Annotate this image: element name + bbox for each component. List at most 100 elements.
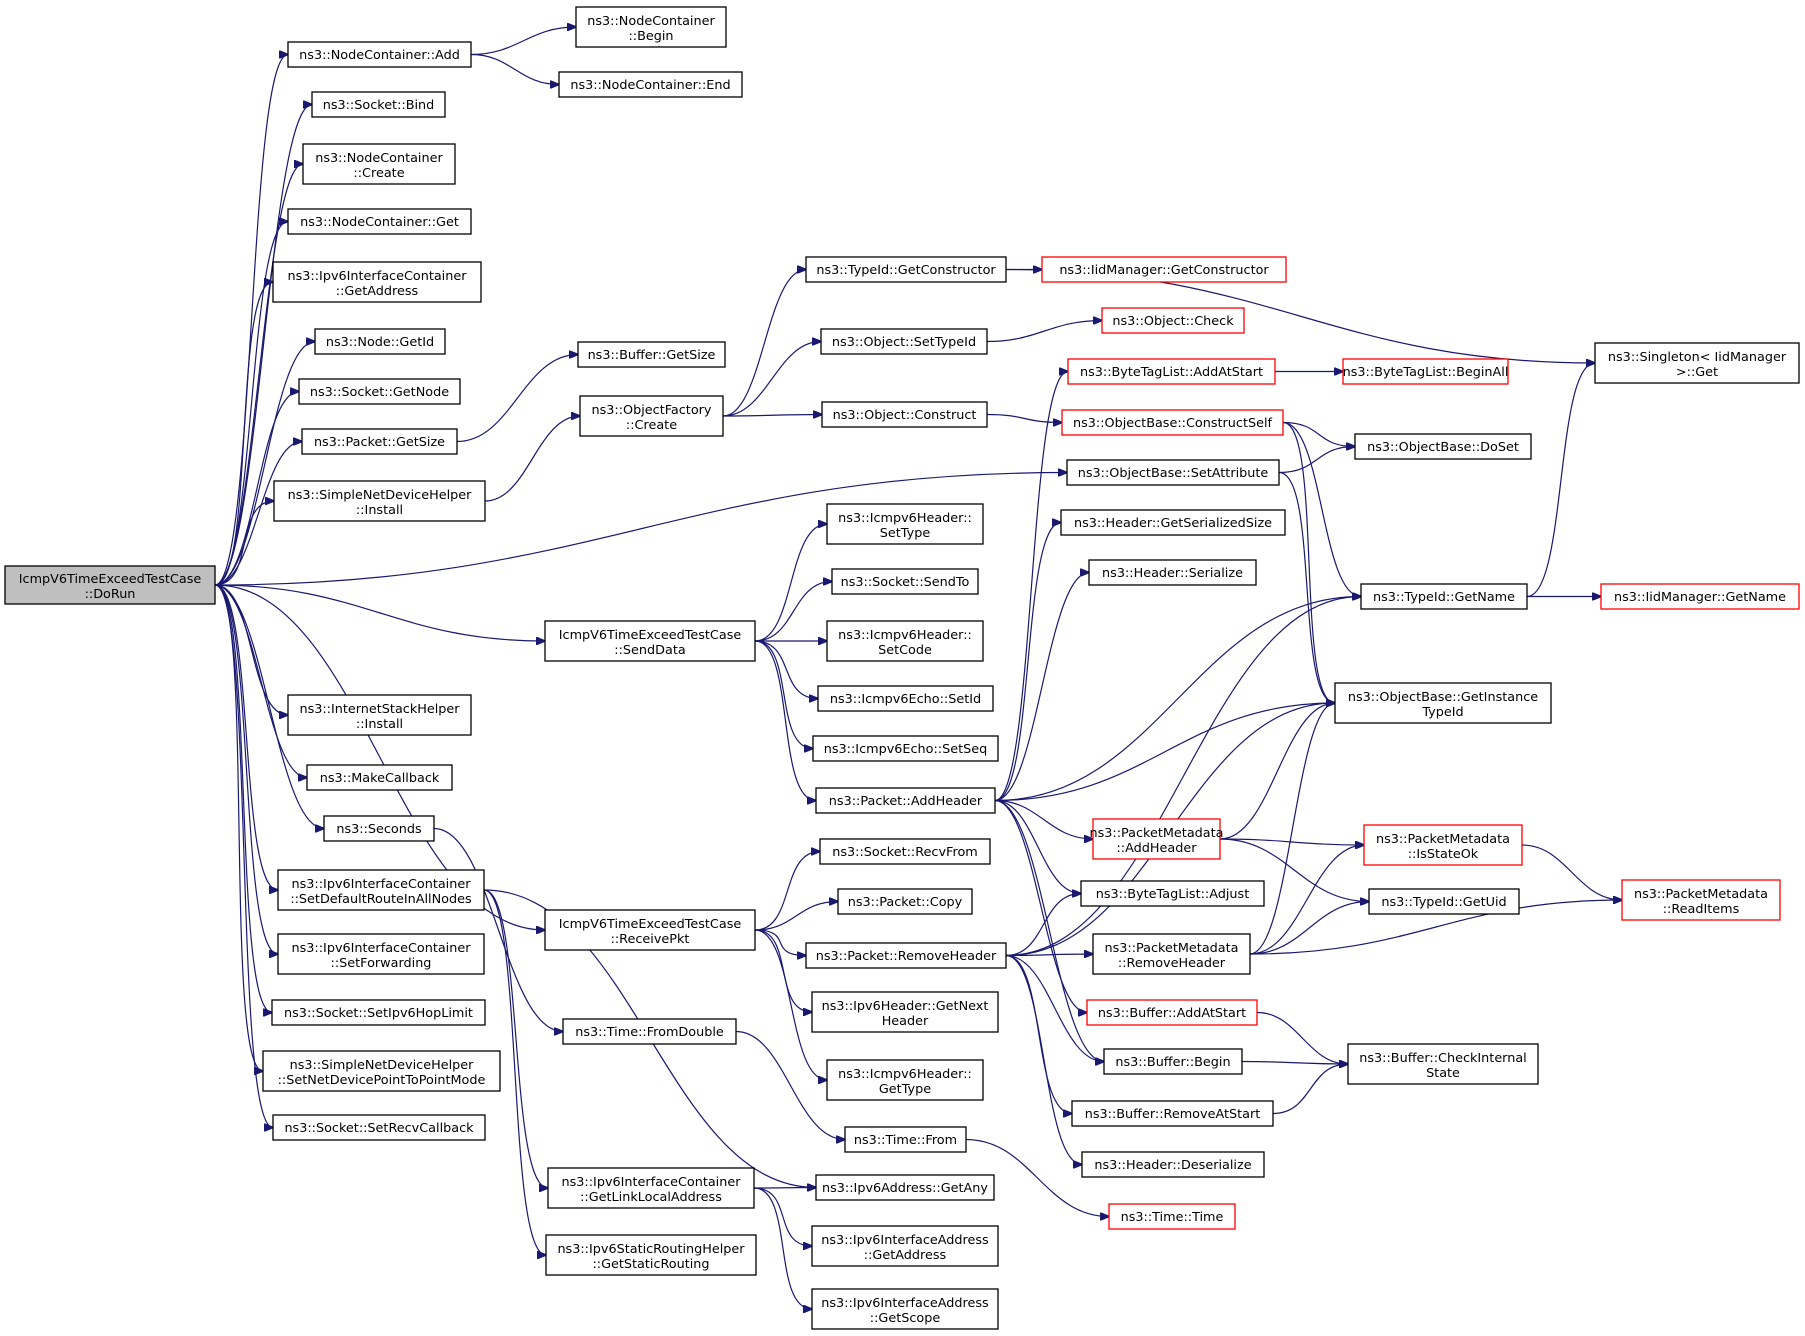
node-label: ns3::Buffer::Begin [1115,1055,1230,1070]
node-btl_beginall[interactable]: ns3::ByteTagList::BeginAll [1342,358,1509,385]
node-box [547,1167,755,1209]
node-tid_getctor[interactable]: ns3::TypeId::GetConstructor [805,256,1007,283]
node-ipv6addr_getany[interactable]: ns3::Ipv6Address::GetAny [815,1174,995,1201]
node-tc_senddata[interactable]: IcmpV6TimeExceedTestCase::SendData [544,620,756,662]
node-pkt_copy[interactable]: ns3::Packet::Copy [837,888,973,915]
edge-dorun-to-tc_senddata [214,584,545,641]
node-obj_check[interactable]: ns3::Object::Check [1101,307,1245,334]
node-icmp_setcode[interactable]: ns3::Icmpv6Header::SetCode [826,620,984,662]
node-sock_sethoplimit[interactable]: ns3::Socket::SetIpv6HopLimit [271,999,486,1026]
node-nc_add[interactable]: ns3::NodeContainer::Add [287,41,472,68]
edge-dorun-to-sock_getnode [214,392,299,586]
node-singleton_get[interactable]: ns3::Singleton< IidManager>::Get [1594,342,1800,384]
node-ipv6ic_setdefroute[interactable]: ns3::Ipv6InterfaceContainer::SetDefaultR… [277,869,485,911]
node-sndh_setp2p[interactable]: ns3::SimpleNetDeviceHelper::SetNetDevice… [262,1050,501,1092]
node-ipv6srh_getsr[interactable]: ns3::Ipv6StaticRoutingHelper::GetStaticR… [545,1234,757,1276]
node-iid_getname[interactable]: ns3::IidManager::GetName [1600,583,1800,610]
node-pkt_removeheader[interactable]: ns3::Packet::RemoveHeader [805,942,1007,969]
node-pkt_getsize[interactable]: ns3::Packet::GetSize [301,428,458,455]
node-buf_begin[interactable]: ns3::Buffer::Begin [1103,1048,1243,1075]
node-ipv6ia_getscope[interactable]: ns3::Ipv6InterfaceAddress::GetScope [811,1288,999,1330]
node-nc_create[interactable]: ns3::NodeContainer::Create [302,143,456,185]
node-icmp_gettype[interactable]: ns3::Icmpv6Header::GetType [826,1059,984,1101]
node-label: ns3::Ipv6InterfaceContainer [288,269,468,284]
edge-pm_removeheader-to-pm_isstateok [1249,845,1364,955]
node-hdr_deserialize[interactable]: ns3::Header::Deserialize [1081,1151,1265,1178]
node-icmp_settype[interactable]: ns3::Icmpv6Header::SetType [826,503,984,545]
node-tid_getname[interactable]: ns3::TypeId::GetName [1360,583,1528,610]
node-ish_install[interactable]: ns3::InternetStackHelper::Install [287,694,472,736]
node-sock_getnode[interactable]: ns3::Socket::GetNode [298,378,461,405]
node-pkt_addheader[interactable]: ns3::Packet::AddHeader [815,787,996,814]
node-hdr_getsersize[interactable]: ns3::Header::GetSerializedSize [1060,509,1286,536]
node-nc_end[interactable]: ns3::NodeContainer::End [558,71,743,98]
node-buf_addatstart[interactable]: ns3::Buffer::AddAtStart [1086,999,1258,1026]
node-sndh_install[interactable]: ns3::SimpleNetDeviceHelper::Install [273,480,486,522]
node-ipv6ic_getaddr[interactable]: ns3::Ipv6InterfaceContainer::GetAddress [272,261,482,303]
node-label: ::GetScope [870,1311,941,1326]
node-buf_getsize[interactable]: ns3::Buffer::GetSize [577,341,726,368]
node-time_from[interactable]: ns3::Time::From [844,1126,967,1153]
node-sock_sendto[interactable]: ns3::Socket::SendTo [831,568,979,595]
node-label: ns3::Ipv6InterfaceContainer [292,941,472,956]
node-time_time[interactable]: ns3::Time::Time [1108,1203,1236,1230]
node-pm_readitems[interactable]: ns3::PacketMetadata::ReadItems [1621,879,1781,921]
node-label: ns3::Ipv6Address::GetAny [822,1181,988,1196]
node-btl_adjust[interactable]: ns3::ByteTagList::Adjust [1080,880,1265,907]
node-box [1060,509,1286,536]
node-label: ns3::Socket::RecvFrom [832,845,978,860]
node-label: ns3::PacketMetadata [1089,826,1223,841]
node-label: ns3::Ipv6StaticRoutingHelper [557,1242,745,1257]
node-seconds[interactable]: ns3::Seconds [323,815,435,842]
node-hdr_serialize[interactable]: ns3::Header::Serialize [1088,559,1257,586]
node-ipv6ic_setfwd[interactable]: ns3::Ipv6InterfaceContainer::SetForwardi… [277,933,485,975]
node-ipv6ic_getlladdr[interactable]: ns3::Ipv6InterfaceContainer::GetLinkLoca… [547,1167,755,1209]
node-dorun[interactable]: IcmpV6TimeExceedTestCase::DoRun [4,565,216,605]
edge-dorun-to-ipv6ic_setdefroute [214,584,278,890]
node-buf_removeatstart[interactable]: ns3::Buffer::RemoveAtStart [1071,1100,1274,1127]
node-label: ns3::Icmpv6Echo::SetSeq [824,742,987,757]
node-obj_construct[interactable]: ns3::Object::Construct [821,401,988,428]
node-sock_bind[interactable]: ns3::Socket::Bind [311,91,446,118]
node-time_fromdouble[interactable]: ns3::Time::FromDouble [562,1018,737,1045]
node-sock_setrecvcb[interactable]: ns3::Socket::SetRecvCallback [272,1114,486,1141]
node-label: ns3::NodeContainer::End [570,78,730,93]
node-ob_setattr[interactable]: ns3::ObjectBase::SetAttribute [1066,459,1280,486]
node-tc_receivepkt[interactable]: IcmpV6TimeExceedTestCase::ReceivePkt [544,909,756,951]
node-label: ::SetDefaultRouteInAllNodes [290,892,472,907]
node-sock_recvfrom[interactable]: ns3::Socket::RecvFrom [819,838,991,865]
node-obj_settypeid[interactable]: ns3::Object::SetTypeId [820,328,988,355]
edge-tc_senddata-to-echo_setseq [754,640,813,749]
node-box [1363,824,1523,866]
node-makecallback[interactable]: ns3::MakeCallback [306,764,453,791]
node-echo_setid[interactable]: ns3::Icmpv6Echo::SetId [817,685,994,712]
node-box [1354,433,1532,460]
node-pm_removeheader[interactable]: ns3::PacketMetadata::RemoveHeader [1092,933,1251,975]
node-box [575,6,727,48]
node-node_getid[interactable]: ns3::Node::GetId [314,328,446,355]
node-box [826,503,984,545]
node-box [805,942,1007,969]
node-box [811,991,999,1033]
edge-dorun-to-tc_receivepkt [214,584,545,930]
node-nc_get[interactable]: ns3::NodeContainer::Get [287,208,472,235]
node-box [1594,342,1800,384]
node-pm_addheader[interactable]: ns3::PacketMetadata::AddHeader [1089,818,1224,860]
node-btl_addatstart[interactable]: ns3::ByteTagList::AddAtStart [1067,358,1276,385]
node-label: ns3::MakeCallback [320,771,440,786]
node-pm_isstateok[interactable]: ns3::PacketMetadata::IsStateOk [1363,824,1523,866]
node-ob_constructself[interactable]: ns3::ObjectBase::ConstructSelf [1061,409,1284,436]
node-ob_doset[interactable]: ns3::ObjectBase::DoSet [1354,433,1532,460]
node-label: ::Install [356,717,403,732]
node-nc_begin[interactable]: ns3::NodeContainer::Begin [575,6,727,48]
node-of_create[interactable]: ns3::ObjectFactory::Create [579,395,724,437]
node-iid_getctor[interactable]: ns3::IidManager::GetConstructor [1041,256,1287,283]
node-tid_getuid[interactable]: ns3::TypeId::GetUid [1368,888,1520,915]
node-echo_setseq[interactable]: ns3::Icmpv6Echo::SetSeq [812,735,999,762]
node-ipv6ia_getaddr[interactable]: ns3::Ipv6InterfaceAddress::GetAddress [811,1225,999,1267]
node-box [1621,879,1781,921]
node-label: ::RemoveHeader [1118,956,1226,971]
